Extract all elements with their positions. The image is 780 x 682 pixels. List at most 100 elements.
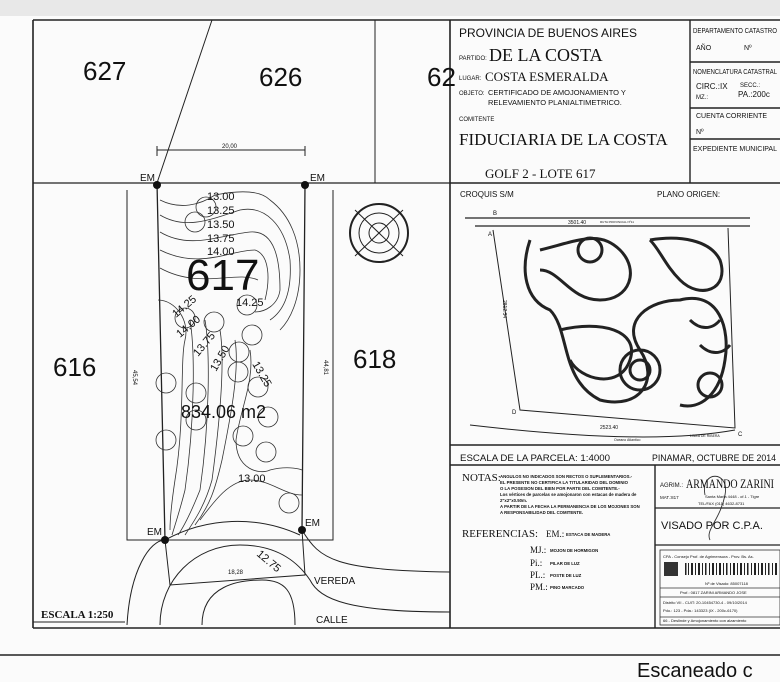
oceano-label: Oceano Atlantico <box>614 438 641 442</box>
nomenclatura-label: NOMENCLATURA CATASTRAL <box>693 69 777 76</box>
marker-em-tl <box>153 181 161 189</box>
referencias-items-4-code: PM.: <box>530 582 548 592</box>
lote-title: GOLF 2 - LOTE 617 <box>485 166 596 181</box>
referencias-items-3-desc: POSTE DE LUZ <box>550 573 582 578</box>
objeto-line-2: RELEVAMIENTO PLANIALTIMETRICO. <box>488 98 622 107</box>
agrim-mat: MAT.:817 <box>660 495 679 500</box>
contour-lines <box>157 191 303 536</box>
comitente: FIDUCIARIA DE LA COSTA <box>459 130 669 149</box>
surveyor-block: AGRIM.: ARMANDO ZARINI MAT.:817 Santa Ma… <box>655 476 780 546</box>
references-label: REFERENCIAS: <box>462 528 538 540</box>
calle-label: CALLE <box>316 615 348 626</box>
notas-lines-2: O LA POSESION DEL BIEN POR PARTE DEL COM… <box>500 486 620 491</box>
barcode-icon <box>685 563 777 575</box>
cuenta-number: Nº <box>696 129 704 136</box>
lot-627: 627 <box>83 56 126 86</box>
notas-lines-0: ANGULOS NO INDICADOS SON RECTOS O SUPLEM… <box>500 474 633 479</box>
referencias-items-2-code: Pi.: <box>530 558 542 568</box>
anio-label: AÑO <box>696 43 712 52</box>
objeto-line-1: CERTIFICADO DE AMOJONAMIENTO Y <box>488 88 626 97</box>
notas-lines-6: A RESPONSABILIDAD DEL COMITENTE. <box>500 510 583 515</box>
drawing-contours-11: 13.00 <box>238 473 266 485</box>
agrim-address: Santa Maria 4448 - of.1 - Tigre <box>705 494 760 499</box>
circ-value: CIRC.:IX <box>696 82 728 91</box>
cpa-partida: Pdo.: 123 - Pda.: 143323 (IX - 200c-6170… <box>663 608 738 613</box>
cpa-prof: Prof.: 0817 ZARINI ARMANDO JOSE <box>680 590 747 595</box>
croquis-corners-2: C <box>738 432 743 438</box>
front-dimension: 20,00 <box>222 144 238 150</box>
em-label: EM <box>147 527 162 538</box>
marker-em-bl <box>161 536 169 544</box>
croquis-sketch: CROQUIS S/M PLANO ORIGEN: 3501.40 RUTA P… <box>460 190 750 442</box>
cpa-distrito: Distrito VII - CUIT: 20-10454730-4 - 09/… <box>663 600 748 605</box>
marker-em-tr <box>301 181 309 189</box>
agrim-label: AGRIM.: <box>660 483 683 489</box>
referencias-items-0-code: EM.: <box>546 529 564 539</box>
croquis-corners-0: A <box>488 232 492 238</box>
em-label: EM <box>305 518 320 529</box>
comitente-label: COMITENTE <box>459 117 494 123</box>
referencias-items-2-desc: PILAR DE LUZ <box>550 561 580 566</box>
left-dimension: 45,54 <box>131 370 137 386</box>
lot-617: 617 <box>186 251 259 300</box>
lugar: COSTA ESMERALDA <box>485 69 609 84</box>
signature <box>704 476 726 541</box>
em-label: EM <box>310 173 325 184</box>
drawing-contours-4: 14.00 <box>207 246 235 258</box>
lot-area: 834.06 m2 <box>181 402 266 422</box>
notas-lines-3: Los vértices de parcelas se amojonaron c… <box>500 492 637 497</box>
em-label: EM <box>140 173 155 184</box>
notas-lines-1: EL PRESENTE NO CERTIFICA LA TITULARIDAD … <box>500 480 629 485</box>
drawing-contours-1: 13.25 <box>207 205 235 217</box>
referencias-items-3-code: PL.: <box>530 570 545 580</box>
bottom-dimension: 18,28 <box>228 570 244 576</box>
linea-ribera-label: LINEA DE RIBERA <box>690 434 720 438</box>
visado-label: VISADO POR C.P.A. <box>661 520 763 532</box>
trees <box>155 196 300 514</box>
cpa-tipo: 66 - Deslinde y Amojonamiento con alzami… <box>663 618 747 623</box>
croquis-left-dim: 2812.34 <box>501 300 507 318</box>
lot-62x: 62 <box>427 62 456 92</box>
province: PROVINCIA DE BUENOS AIRES <box>459 26 637 40</box>
title-block: PROVINCIA DE BUENOS AIRES PARTIDO: DE LA… <box>450 20 780 184</box>
croquis-corners-3: D <box>512 410 517 416</box>
croquis-streets <box>523 236 732 408</box>
cuenta-label: CUENTA CORRIENTE <box>696 113 767 120</box>
croquis-ruta: RUTA PROVINCIAL Nº11 <box>600 220 634 224</box>
partido-label: PARTIDO: <box>459 56 487 62</box>
numero-label: Nº <box>744 45 752 52</box>
notas-lines-4: 2"x2"x0.50m. <box>500 498 527 503</box>
croquis-bottom-dim: 2523.40 <box>600 425 618 431</box>
pa-value: PA.:200c <box>738 90 770 99</box>
departamento-label: DEPARTAMENTO CATASTRO <box>693 28 777 35</box>
lot-618: 618 <box>353 344 396 374</box>
notes: NOTAS: ANGULOS NO INDICADOS SON RECTOS O… <box>462 472 640 592</box>
lot-626: 626 <box>259 62 302 92</box>
croquis-top-dim: 3501.40 <box>568 220 586 226</box>
referencias-items-1-code: MJ.: <box>530 545 546 555</box>
cpa-logo-icon <box>664 562 678 576</box>
drawing-contours-0: 13.00 <box>207 191 235 203</box>
croquis-title: CROQUIS S/M <box>460 190 514 199</box>
cpa-visado-number: Nº de Visado: 85007118 <box>705 581 749 586</box>
right-dimension: 44,81 <box>322 360 328 376</box>
drawing-scale: ESCALA 1:250 <box>41 609 114 621</box>
scale-row-lines <box>450 444 780 628</box>
referencias-items-4-desc: PINO MARCADO <box>550 585 585 590</box>
referencias-items-0-desc: ESTACA DE MADERA <box>566 532 610 537</box>
agrim-name: ARMANDO ZARINI <box>686 476 774 491</box>
cpa-title: CPA - Consejo Prof. de Agrimensura - Pro… <box>663 554 754 559</box>
scan-watermark: Escaneado c <box>637 660 753 682</box>
drawing-contours-3: 13.75 <box>207 233 235 245</box>
cpa-stamp: CPA - Consejo Prof. de Agrimensura - Pro… <box>659 549 780 626</box>
drawing-contours-2: 13.50 <box>207 219 235 231</box>
lot-616: 616 <box>53 352 96 382</box>
place-date: PINAMAR, OCTUBRE DE 2014 <box>652 453 776 464</box>
objeto-label: OBJETO: <box>459 91 485 97</box>
agrim-phone: TEL/FAX (011) 4632-8731 <box>698 501 745 506</box>
expediente-label: EXPEDIENTE MUNICIPAL <box>693 146 777 153</box>
referencias-items-1-desc: MOJON DE HORMIGON <box>550 548 598 553</box>
drawing-contours-10: 14.25 <box>236 297 264 309</box>
partido: DE LA COSTA <box>489 45 603 65</box>
